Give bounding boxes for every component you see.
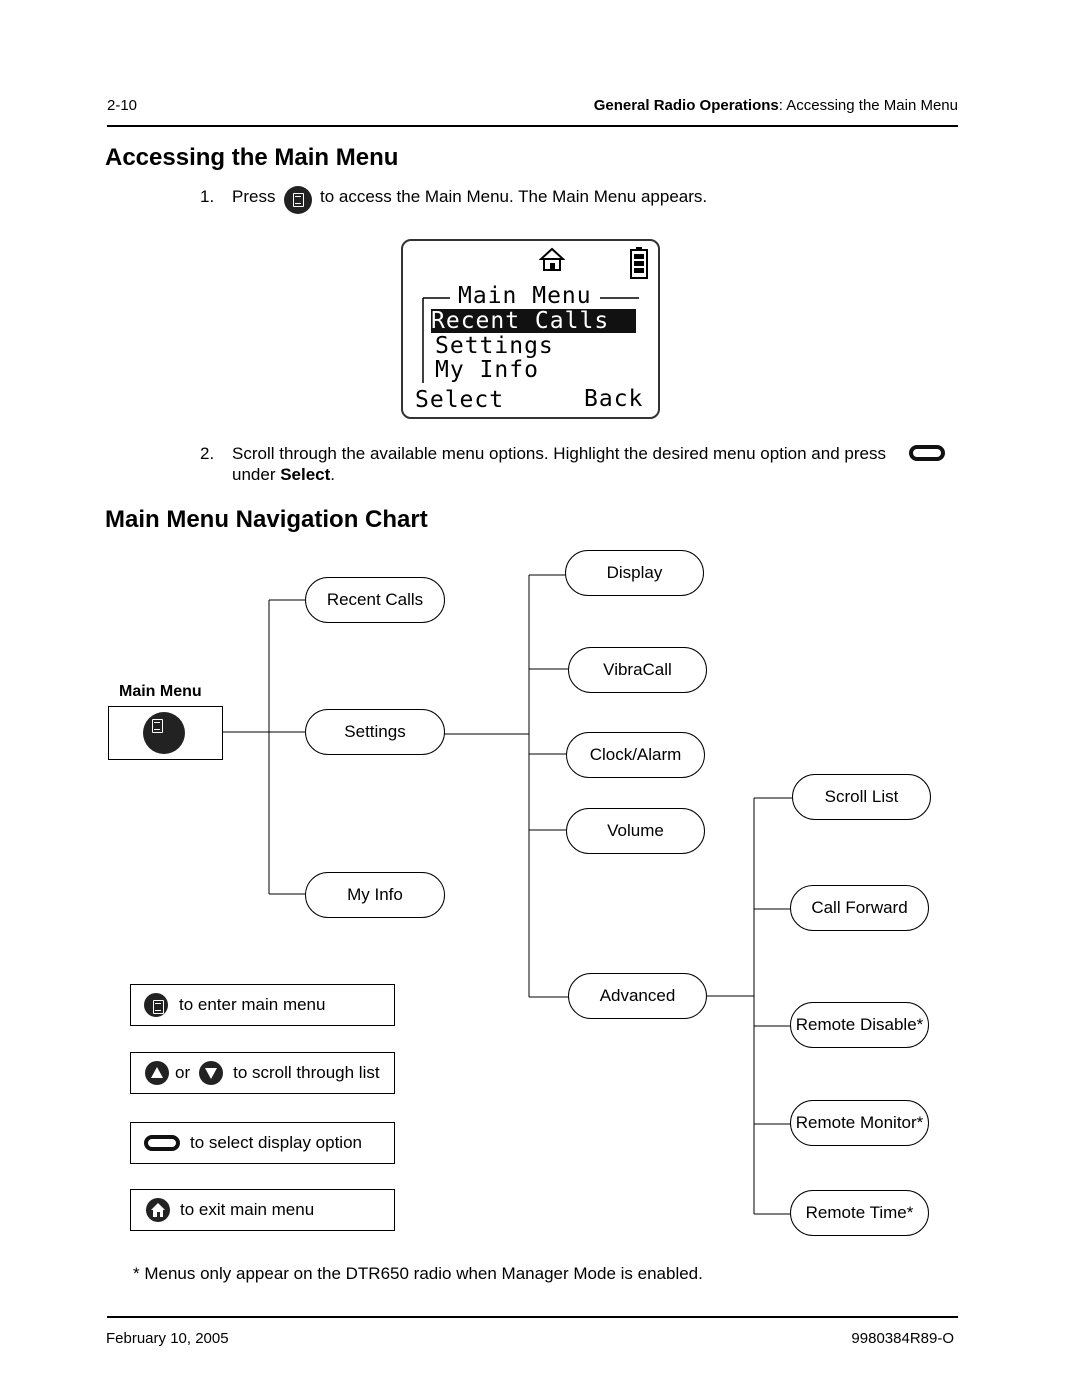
down-arrow-icon (199, 1061, 224, 1085)
section-title-navigation-chart: Main Menu Navigation Chart (105, 506, 428, 533)
lcd-item-my-info: My Info (435, 357, 539, 383)
legend-select-text: to select display option (190, 1133, 362, 1152)
up-arrow-icon (145, 1061, 169, 1085)
node-scroll-list: Scroll List (792, 774, 931, 820)
lcd-item-recent-calls: Recent Calls (431, 309, 636, 333)
main-menu-label: Main Menu (119, 683, 202, 700)
node-settings: Settings (305, 709, 445, 755)
node-remote-time: Remote Time* (790, 1190, 929, 1236)
node-clock-alarm: Clock/Alarm (566, 732, 705, 778)
softkey-icon (909, 445, 945, 461)
softkey-icon (144, 1135, 180, 1151)
legend-exit-text: to exit main menu (180, 1200, 315, 1219)
lcd-frame-lines (422, 297, 639, 383)
node-remote-disable: Remote Disable* (790, 1002, 929, 1048)
page-number: 2-10 (107, 97, 138, 114)
step-2-text: Scroll through the available menu option… (232, 444, 886, 463)
main-menu-box (108, 706, 223, 760)
step-2-period: . (330, 465, 336, 484)
battery-icon (630, 247, 648, 279)
node-vibracall: VibraCall (568, 647, 707, 693)
home-icon (146, 1198, 170, 1222)
lcd-title: Main Menu (458, 283, 592, 309)
home-icon (539, 247, 565, 271)
menu-icon (284, 186, 312, 214)
step-1-text: to access the Main Menu. The Main Menu a… (320, 187, 708, 206)
step-2-select: Select (280, 465, 331, 484)
node-my-info: My Info (305, 872, 445, 918)
node-volume: Volume (566, 808, 705, 854)
running-header-topic: : Accessing the Main Menu (778, 97, 958, 114)
legend-scroll: or to scroll through list (130, 1052, 395, 1094)
step-2-number: 2. (200, 444, 215, 463)
footnote: * Menus only appear on the DTR650 radio … (133, 1264, 703, 1283)
legend-exit: to exit main menu (130, 1189, 395, 1231)
legend-scroll-text: to scroll through list (233, 1063, 380, 1082)
running-header: General Radio Operations: Accessing the … (594, 97, 958, 114)
lcd-softkey-back: Back (584, 386, 644, 412)
lcd-item-settings: Settings (435, 333, 554, 359)
step-2-under: under (232, 465, 281, 484)
node-advanced: Advanced (568, 973, 707, 1019)
lcd-softkey-select: Select (415, 387, 505, 413)
running-header-section: General Radio Operations (593, 97, 779, 114)
legend-enter: to enter main menu (130, 984, 395, 1026)
footer-rule (107, 1316, 958, 1318)
menu-icon (143, 712, 185, 754)
section-title-accessing: Accessing the Main Menu (105, 144, 399, 171)
step-2-line2: under Select. (232, 464, 335, 485)
lcd-display: Main Menu Recent Calls Settings My Info … (401, 239, 660, 419)
legend-enter-text: to enter main menu (179, 995, 326, 1014)
node-display: Display (565, 550, 704, 596)
node-call-forward: Call Forward (790, 885, 929, 931)
menu-icon (144, 993, 168, 1017)
step-1-press: Press (232, 187, 276, 206)
legend-select: to select display option (130, 1122, 395, 1164)
step-2: 2. Scroll through the available menu opt… (200, 443, 960, 487)
footer-doc-number: 9980384R89-O (851, 1330, 954, 1347)
header-rule (107, 125, 958, 127)
footer-date: February 10, 2005 (106, 1330, 229, 1347)
step-1-number: 1. (200, 187, 215, 206)
node-recent-calls: Recent Calls (305, 577, 445, 623)
legend-scroll-or: or (175, 1063, 191, 1082)
node-remote-monitor: Remote Monitor* (790, 1100, 929, 1146)
